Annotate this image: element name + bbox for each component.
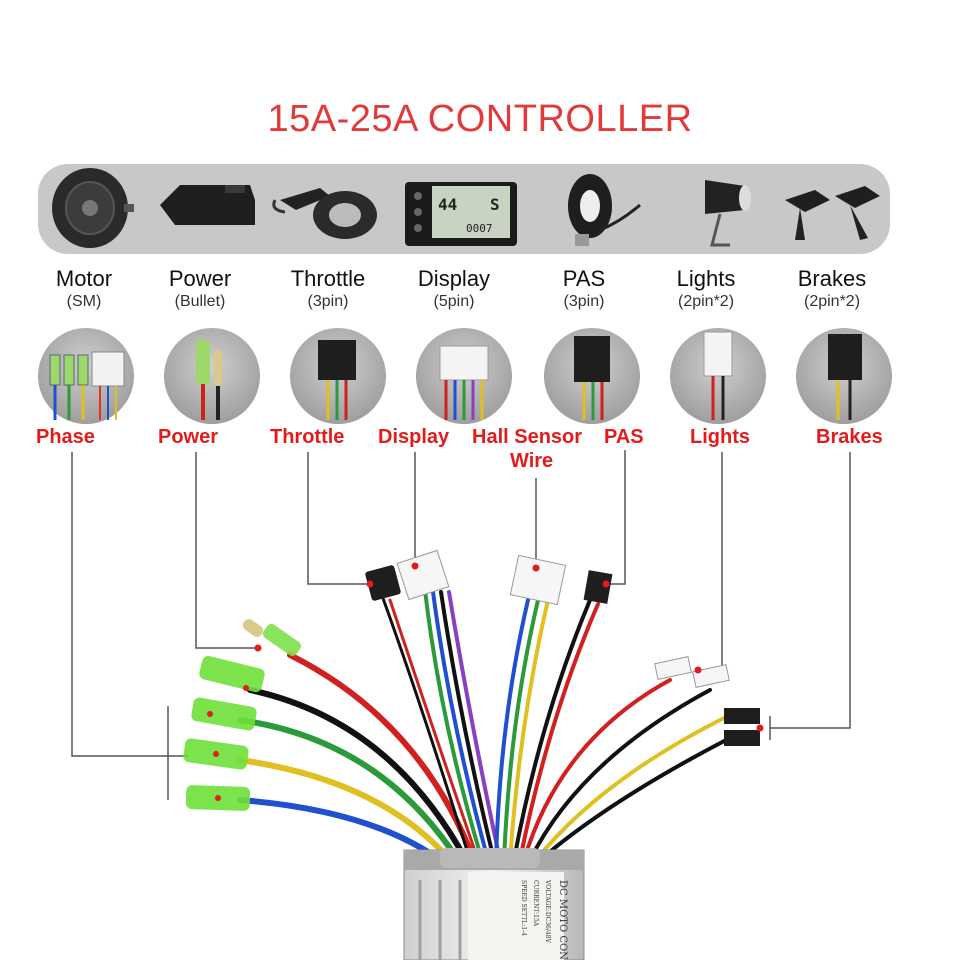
throttle-connector-photo	[290, 328, 386, 424]
label-power: Power	[158, 426, 219, 448]
bullet-connector-icon	[242, 619, 302, 657]
component-spec-power: (Bullet)	[174, 293, 226, 310]
power-connector-photo	[164, 328, 260, 424]
lights-plug-icon	[654, 656, 730, 688]
pas-plug-icon	[583, 570, 613, 604]
display-odo: 0007	[466, 222, 493, 235]
label-throttle: Throttle	[270, 426, 345, 448]
brake-lever-icon	[785, 186, 880, 240]
display-icon: 44 S 0007	[405, 182, 517, 246]
controller-label-2: VOLTAGE:DC36/48V	[544, 879, 551, 944]
label-hall-wire: Wire	[510, 450, 554, 472]
battery-icon	[160, 185, 255, 225]
component-name-lights: Lights	[676, 266, 736, 291]
component-name-throttle: Throttle	[290, 266, 366, 291]
component-spec-display: (5pin)	[433, 293, 475, 310]
display-plug-icon	[396, 549, 450, 601]
component-name-pas: PAS	[562, 266, 606, 291]
label-pas: PAS	[604, 426, 644, 448]
component-spec-throttle: (3pin)	[307, 293, 349, 310]
label-lights: Lights	[690, 426, 750, 448]
hall-plug-icon	[509, 554, 567, 606]
throttle-plug-icon	[365, 565, 401, 601]
component-name-display: Display	[417, 266, 491, 291]
controller-label-3: CURRENT:15A	[532, 880, 539, 927]
component-spec-brakes: (2pin*2)	[803, 293, 861, 310]
lights-connector-photo	[670, 328, 766, 424]
label-brakes: Brakes	[816, 426, 883, 448]
marker-dots	[207, 562, 764, 801]
pas-connector-photo	[544, 328, 640, 424]
display-reading: 44	[438, 195, 457, 214]
controller-box: DC MOTO CON VOLTAGE:DC36/48V CURRENT:15A…	[403, 848, 585, 960]
label-display: Display	[378, 426, 450, 448]
component-name-power: Power	[168, 266, 232, 291]
label-phase: Phase	[36, 426, 95, 448]
motor-icon	[52, 168, 134, 248]
diagram-title: 15A-25A CONTROLLER	[267, 98, 693, 140]
component-name-motor: Motor	[55, 266, 113, 291]
throttle-icon	[272, 188, 377, 239]
brakes-plug-icon	[724, 708, 760, 746]
controller-label-1: DC MOTO CON	[557, 880, 568, 960]
label-hall-sensor: Hall Sensor	[472, 426, 583, 448]
controller-label-4: SPEED SETTL:1-4	[520, 880, 527, 936]
display-mode: S	[490, 195, 500, 214]
wire-bundle	[237, 588, 732, 863]
light-icon	[705, 180, 751, 247]
component-spec-motor: (SM)	[66, 293, 102, 310]
pas-sensor-icon	[568, 174, 641, 246]
display-connector-photo	[416, 328, 512, 424]
phase-connector-photo	[38, 328, 134, 424]
component-name-brakes: Brakes	[797, 266, 867, 291]
brakes-connector-photo	[796, 328, 892, 424]
phase-connectors	[183, 655, 265, 811]
component-spec-lights: (2pin*2)	[677, 293, 735, 310]
component-spec-pas: (3pin)	[563, 293, 605, 310]
